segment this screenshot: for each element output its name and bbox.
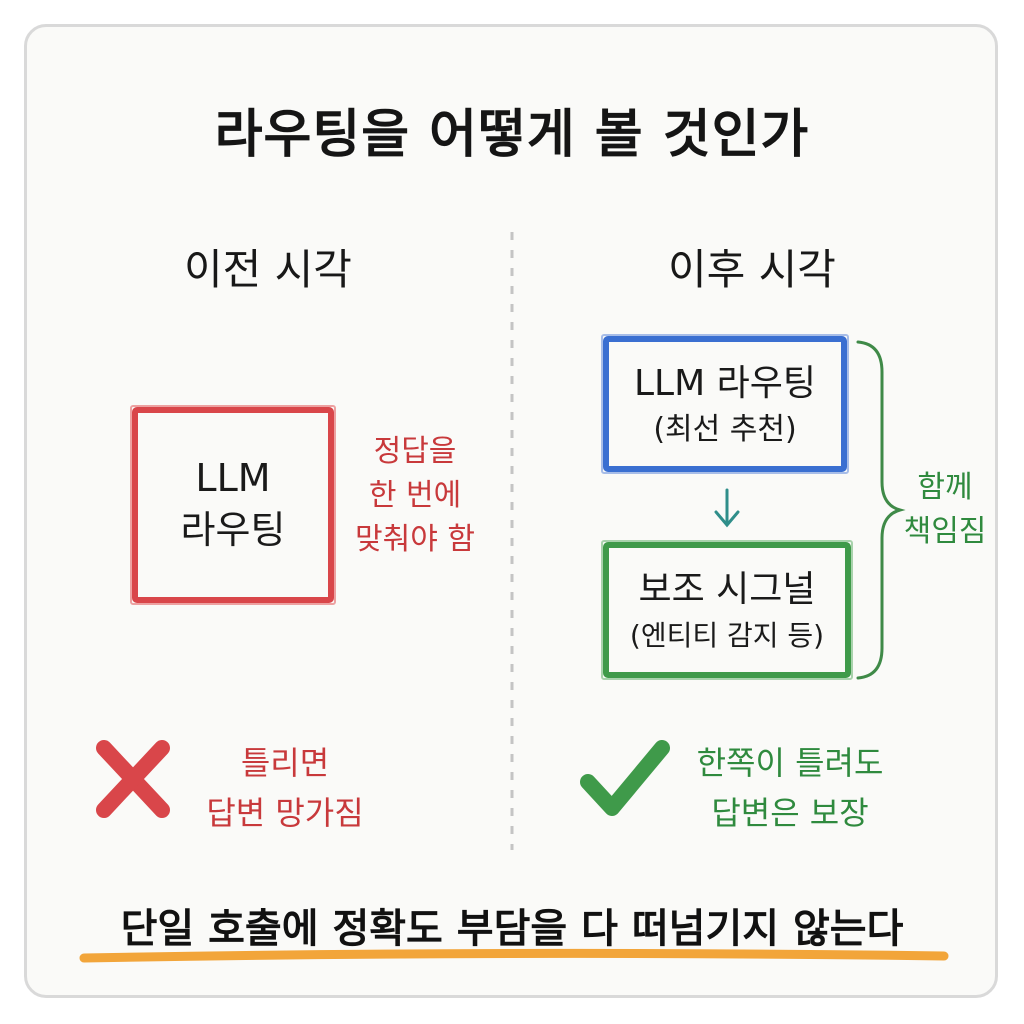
curly-brace	[856, 340, 906, 680]
down-arrow-icon	[714, 488, 740, 528]
left-side-note: 정답을 한 번에 맞춰야 함	[340, 430, 490, 562]
left-heading: 이전 시각	[184, 245, 352, 294]
left-note-line3: 맞춰야 함	[355, 522, 475, 557]
cross-icon	[96, 740, 170, 818]
left-llm-box	[132, 407, 334, 603]
left-result-line2: 답변 망가짐	[206, 794, 364, 832]
page-title: 라우팅을 어떻게 볼 것인가	[214, 105, 810, 165]
left-result: 틀리면 답변 망가짐	[180, 738, 390, 838]
left-box-line1: LLM	[195, 456, 271, 500]
right-box1-line1: LLM 라우팅	[634, 363, 816, 404]
left-box-label: LLM 라우팅	[135, 452, 331, 556]
right-signal-box	[603, 542, 851, 678]
brace-note-line2: 책임짐	[903, 514, 987, 549]
right-box1-label: LLM 라우팅 (최선 추천)	[606, 360, 844, 452]
left-result-line1: 틀리면	[240, 744, 330, 782]
brace-note-line1: 함께	[917, 470, 973, 505]
right-heading: 이후 시각	[668, 245, 836, 294]
right-llm-box	[603, 336, 847, 472]
right-result: 한쪽이 틀려도 답변은 보장	[672, 738, 908, 838]
right-box1-line2: (최선 추천)	[653, 412, 797, 447]
footer-underline	[79, 948, 949, 963]
right-box2-line2: (엔티티 감지 등)	[629, 619, 825, 652]
right-result-line1: 한쪽이 틀려도	[696, 744, 884, 782]
left-note-line1: 정답을	[373, 434, 457, 469]
right-box2-line1: 보조 시그널	[638, 569, 816, 610]
check-icon	[580, 740, 670, 816]
right-result-line2: 답변은 보장	[711, 794, 869, 832]
brace-note: 함께 책임짐	[890, 466, 1000, 554]
card-frame	[24, 24, 998, 998]
footer-summary: 단일 호출에 정확도 부담을 다 떠넘기지 않는다	[120, 906, 904, 952]
left-note-line2: 한 번에	[368, 478, 462, 513]
right-box2-label: 보조 시그널 (엔티티 감지 등)	[606, 566, 848, 658]
left-box-line2: 라우팅	[180, 508, 286, 552]
